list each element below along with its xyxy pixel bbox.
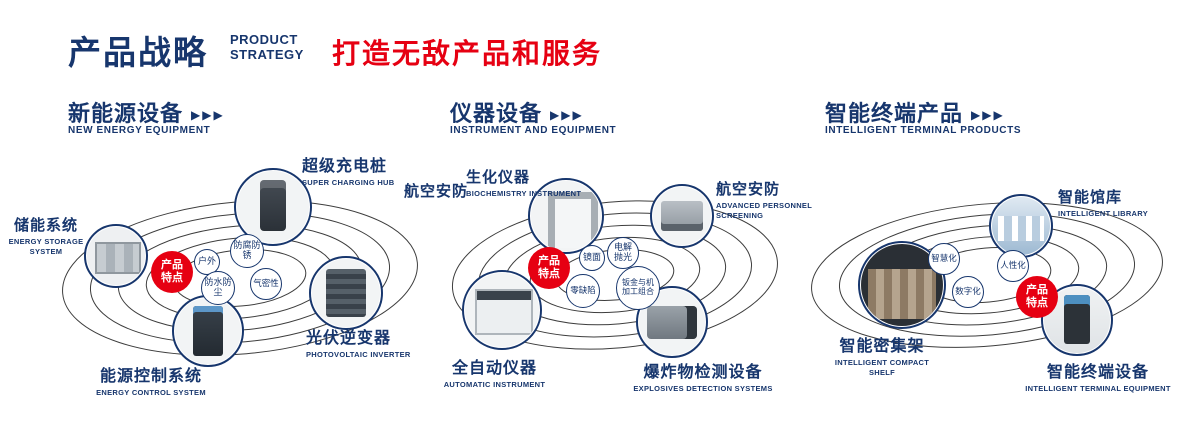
label-aviation-security-left: 航空安防 [404, 183, 469, 200]
page-title-en-line1: PRODUCT [230, 32, 298, 47]
product-name: 智能终端设备 [1046, 364, 1149, 381]
label-automatic-instrument: 全自动仪器 AUTOMATIC INSTRUMENT [432, 354, 557, 390]
product-photo-intelligent-library [989, 194, 1053, 258]
product-name: 航空安防 [716, 181, 781, 198]
product-name-en: ENERGY STORAGE SYSTEM [8, 237, 84, 256]
product-features-badge: 产品特点 [528, 247, 570, 289]
feature-bubble: 钣金与机加工组合 [616, 266, 660, 310]
label-explosives-detection: 爆炸物检测设备 EXPLOSIVES DETECTION SYSTEMS [628, 358, 778, 394]
product-name-en: EXPLOSIVES DETECTION SYSTEMS [633, 384, 773, 393]
product-name-en: SUPER CHARGING HUB [302, 178, 395, 187]
product-name: 能源控制系统 [99, 368, 202, 385]
super-charging-hub-image [237, 171, 309, 243]
feature-bubble: 智慧化 [928, 243, 960, 275]
product-name-en: ADVANCED PERSONNEL SCREENING [716, 201, 812, 220]
feature-bubble: 人性化 [997, 250, 1029, 282]
product-features-badge: 产品特点 [151, 251, 193, 293]
intelligent-library-image [992, 197, 1050, 255]
product-name: 爆炸物检测设备 [643, 364, 763, 381]
product-name-en: INTELLIGENT COMPACT SHELF [834, 358, 930, 377]
product-name-en: AUTOMATIC INSTRUMENT [443, 380, 546, 389]
energy-storage-image [87, 227, 145, 285]
energy-control-system-image [175, 298, 241, 364]
biochemistry-instrument-image [531, 181, 601, 251]
label-biochemistry-instrument: 生化仪器 BIOCHEMISTRY INSTRUMENT [466, 166, 586, 199]
section-title: 智能终端产品 [825, 101, 964, 126]
page-title-en: PRODUCT STRATEGY [230, 32, 304, 63]
product-photo-super-charging-hub [234, 168, 312, 246]
label-energy-control-system: 能源控制系统 ENERGY CONTROL SYSTEM [86, 362, 216, 398]
product-photo-energy-control-system [172, 295, 244, 367]
page-title-en-line2: STRATEGY [230, 46, 304, 62]
label-super-charging-hub: 超级充电桩 SUPER CHARGING HUB [302, 152, 432, 188]
intelligent-terminal-image [1044, 287, 1110, 353]
page-tagline: 打造无敌产品和服务 [332, 38, 603, 69]
product-name: 超级充电桩 [302, 158, 388, 175]
label-personnel-screening: 航空安防 ADVANCED PERSONNEL SCREENING [716, 178, 826, 221]
product-name: 全自动仪器 [451, 360, 537, 377]
product-name-en: ENERGY CONTROL SYSTEM [96, 388, 206, 397]
feature-bubble: 气密性 [250, 268, 282, 300]
feature-bubble: 防水防尘 [201, 271, 235, 305]
feature-bubble: 数字化 [952, 276, 984, 308]
label-intelligent-library: 智能馆库 INTELLIGENT LIBRARY [1058, 186, 1168, 219]
product-photo-intelligent-compact-shelf [858, 241, 946, 329]
section-header-new-energy: 新能源设备 ▶▶▶ [68, 96, 225, 128]
product-photo-photovoltaic-inverter [309, 256, 383, 330]
product-features-badge: 产品特点 [1016, 276, 1058, 318]
section-title: 新能源设备 [68, 101, 184, 126]
label-intelligent-terminal: 智能终端设备 INTELLIGENT TERMINAL EQUIPMENT [1018, 358, 1178, 394]
product-name-en: BIOCHEMISTRY INSTRUMENT [466, 189, 582, 198]
triple-arrow-icon: ▶▶▶ [971, 108, 1005, 122]
feature-bubble: 防腐防锈 [230, 234, 264, 268]
product-name: 光伏逆变器 [306, 330, 392, 347]
label-energy-storage: 储能系统 ENERGY STORAGE SYSTEM [2, 214, 90, 257]
section-subtitle: NEW ENERGY EQUIPMENT [68, 125, 211, 136]
section-header-instrument: 仪器设备 ▶▶▶ [450, 96, 584, 128]
product-name: 储能系统 [13, 217, 78, 234]
label-intelligent-compact-shelf: 智能密集架 INTELLIGENT COMPACT SHELF [826, 332, 938, 378]
product-name: 生化仪器 [466, 169, 531, 186]
product-photo-biochemistry-instrument [528, 178, 604, 254]
product-name-en: INTELLIGENT LIBRARY [1058, 209, 1149, 218]
product-name: 智能密集架 [839, 338, 925, 355]
product-photo-personnel-screening [650, 184, 714, 248]
label-photovoltaic-inverter: 光伏逆变器 PHOTOVOLTAIC INVERTER [306, 324, 436, 360]
product-photo-energy-storage [84, 224, 148, 288]
photovoltaic-inverter-image [312, 259, 380, 327]
product-name-en: PHOTOVOLTAIC INVERTER [306, 350, 411, 359]
intelligent-compact-shelf-image [861, 244, 943, 326]
feature-bubble: 镜面 [579, 245, 605, 271]
page-title: 产品战略 [68, 34, 208, 71]
feature-bubble: 电解抛光 [607, 237, 639, 269]
triple-arrow-icon: ▶▶▶ [550, 108, 584, 122]
section-subtitle: INSTRUMENT AND EQUIPMENT [450, 125, 617, 136]
section-title: 仪器设备 [450, 101, 543, 126]
automatic-instrument-image [465, 273, 539, 347]
product-name: 智能馆库 [1058, 189, 1123, 206]
personnel-screening-image [653, 187, 711, 245]
product-photo-automatic-instrument [462, 270, 542, 350]
product-name-en: INTELLIGENT TERMINAL EQUIPMENT [1025, 384, 1171, 393]
triple-arrow-icon: ▶▶▶ [191, 108, 225, 122]
section-header-intelligent-terminal: 智能终端产品 ▶▶▶ [825, 96, 1005, 128]
feature-bubble: 零缺陷 [566, 274, 600, 308]
section-subtitle: INTELLIGENT TERMINAL PRODUCTS [825, 125, 1022, 136]
